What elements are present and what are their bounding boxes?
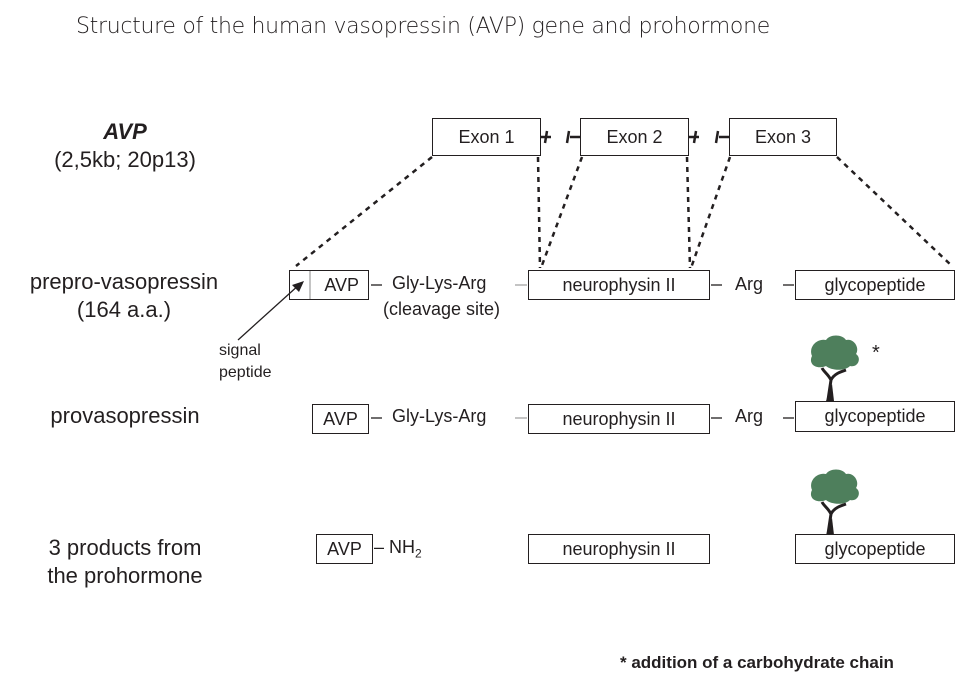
pro-linker1: Gly-Lys-Arg xyxy=(392,406,487,426)
prepro-glycopeptide-box: glycopeptide xyxy=(795,270,955,300)
prepro-linker1: Gly-Lys-Arg xyxy=(392,273,487,293)
products-label-line1: 3 products from xyxy=(48,535,202,560)
exon-1: Exon 1 xyxy=(432,118,541,156)
pro-linker2: Arg xyxy=(735,406,764,426)
carbohydrate-tree-icon-product xyxy=(810,469,859,535)
prepro-cleavage-note: (cleavage site) xyxy=(383,299,501,319)
pro-neurophysin-box: neurophysin II xyxy=(528,404,710,434)
gene-name: AVP xyxy=(103,119,147,144)
intron-break-1 xyxy=(541,130,580,144)
amide-text: – NH xyxy=(374,537,416,557)
prepro-avp-text: AVP xyxy=(324,274,359,295)
products-label: 3 products from the prohormone xyxy=(10,534,240,590)
prepro-linker2: Arg xyxy=(735,274,764,294)
product-neurophysin-box: neurophysin II xyxy=(528,534,710,564)
prepro-label-line1: prepro-vasopressin xyxy=(29,269,219,294)
intron-break-2 xyxy=(689,130,729,144)
signal-label-line1: signal xyxy=(219,342,261,359)
carbohydrate-asterisk: * xyxy=(872,342,880,364)
exon-2: Exon 2 xyxy=(580,118,689,156)
signal-label-line2: peptide xyxy=(219,364,272,381)
products-label-line2: the prohormone xyxy=(47,563,203,588)
product-avp-amide: – NH2 xyxy=(374,537,422,561)
pro-avp-box: AVP xyxy=(312,404,369,434)
exon-3: Exon 3 xyxy=(729,118,837,156)
product-avp-box: AVP xyxy=(316,534,373,564)
footnote: * addition of a carbohydrate chain xyxy=(620,653,894,672)
exon-projection-lines xyxy=(295,156,953,269)
prepro-label: prepro-vasopressin (164 a.a.) xyxy=(4,268,244,324)
signal-peptide-label: signal peptide xyxy=(219,340,272,384)
amide-subscript: 2 xyxy=(415,546,422,561)
prepro-avp-box: AVP xyxy=(289,270,369,300)
diagram-title: Structure of the human vasopressin (AVP)… xyxy=(76,14,770,39)
prepro-label-line2: (164 a.a.) xyxy=(76,297,172,322)
product-glycopeptide-box: glycopeptide xyxy=(795,534,955,564)
pro-glycopeptide-box: glycopeptide xyxy=(795,401,955,432)
gene-label: AVP (2,5kb; 20p13) xyxy=(30,118,220,174)
prepro-neurophysin-box: neurophysin II xyxy=(528,270,710,300)
carbohydrate-tree-icon xyxy=(810,335,859,401)
pro-label: provasopressin xyxy=(50,403,200,428)
gene-info: (2,5kb; 20p13) xyxy=(54,147,196,172)
